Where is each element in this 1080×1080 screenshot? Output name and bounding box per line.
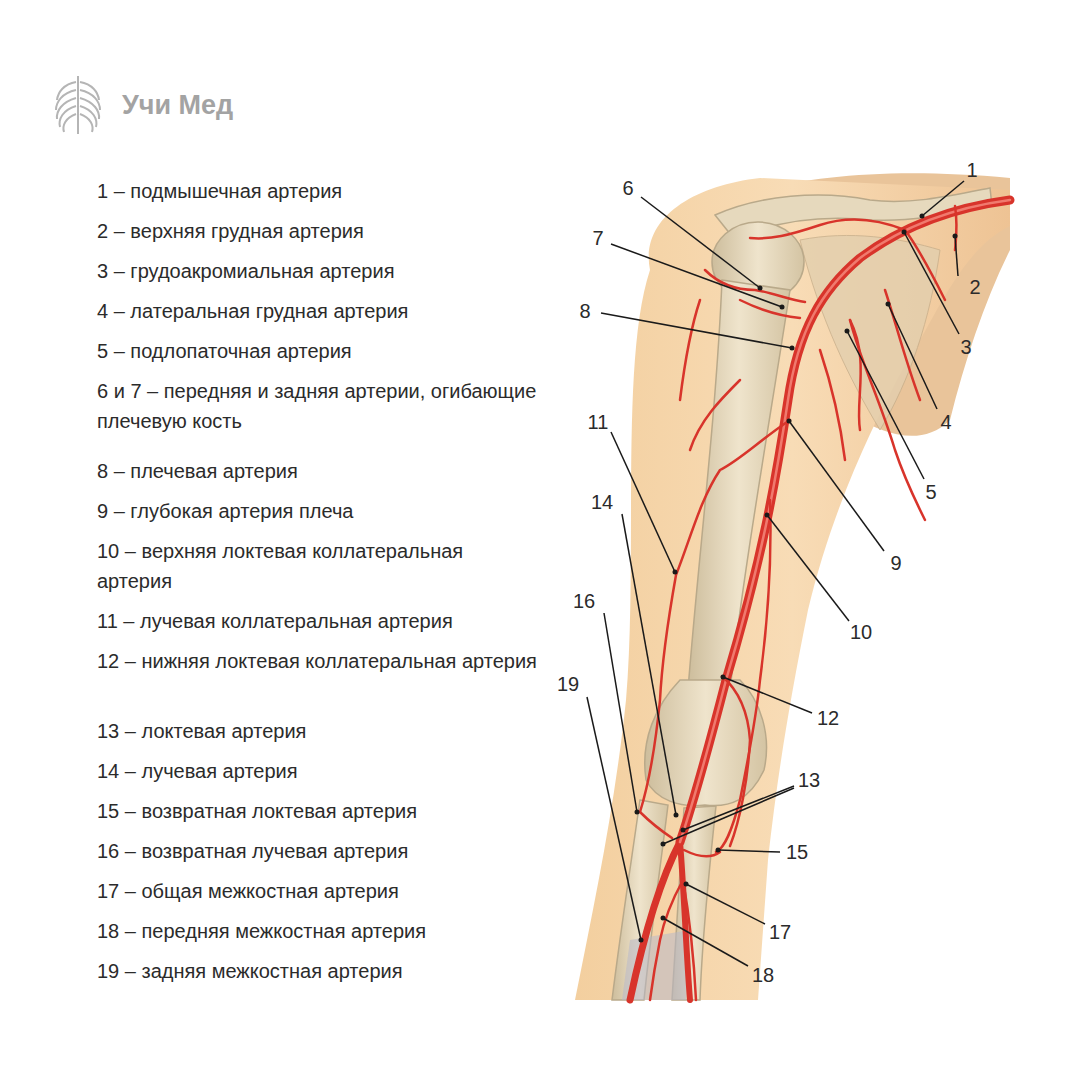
key-text: 16 – возвратная лучевая артерия [97, 836, 537, 866]
callout-number: 18 [752, 964, 774, 986]
key-text: 9 – глубокая артерия плеча [97, 496, 537, 526]
key-text: 11 – лучевая коллатеральная артерия [97, 606, 537, 636]
key-text: 8 – плечевая артерия [97, 456, 537, 486]
callout-number: 17 [769, 921, 791, 943]
callout-number: 11 [588, 411, 609, 433]
key-text: 12 – нижняя локтевая коллатеральная арте… [97, 646, 537, 676]
key-text: 2 – верхняя грудная артерия [97, 216, 537, 246]
key-text: 19 – задняя межкостная артерия [97, 956, 537, 986]
arteries [630, 200, 1010, 1000]
key-text: 1 – подмышечная артерия [97, 176, 537, 206]
callout-number: 16 [573, 590, 595, 612]
callout-number: 2 [969, 276, 980, 298]
callout-number: 13 [798, 769, 820, 791]
arm-outline [575, 178, 1010, 1000]
callout-number: 10 [850, 621, 872, 643]
scapula [800, 235, 940, 430]
callout-number: 6 [622, 177, 633, 199]
key-text: 14 – лучевая артерия [97, 756, 537, 786]
callout-number: 1 [966, 159, 977, 181]
key-text: 6 и 7 – передняя и задняя артерии, огиба… [97, 376, 537, 436]
callout-number: 9 [890, 552, 901, 574]
callout-number: 7 [592, 227, 603, 249]
callout-number: 19 [557, 673, 579, 695]
forearm-bones [612, 800, 716, 1000]
leader-dots [635, 214, 958, 943]
leader-lines [587, 181, 964, 966]
key-text: 13 – локтевая артерия [97, 716, 537, 746]
callout-number: 14 [591, 491, 613, 513]
key-text: 18 – передняя межкостная артерия [97, 916, 537, 946]
key-text: 5 – подлопаточная артерия [97, 336, 537, 366]
key-text: 3 – грудоакромиальная артерия [97, 256, 537, 286]
key-text: 4 – латеральная грудная артерия [97, 296, 537, 326]
callout-number: 12 [817, 707, 839, 729]
callout-number: 5 [925, 481, 936, 503]
logo-icon [56, 76, 100, 134]
key-text: 17 – общая межкостная артерия [97, 876, 537, 906]
watermark: Учи Мед [122, 90, 233, 121]
callout-number: 4 [940, 411, 951, 433]
humerus [645, 222, 804, 806]
callout-number: 3 [960, 336, 971, 358]
callout-number: 8 [579, 300, 590, 322]
callout-number: 15 [786, 841, 808, 863]
key-text: 15 – возвратная локтевая артерия [97, 796, 537, 826]
key-text: 10 – верхняя локтевая коллатеральная арт… [97, 536, 537, 596]
